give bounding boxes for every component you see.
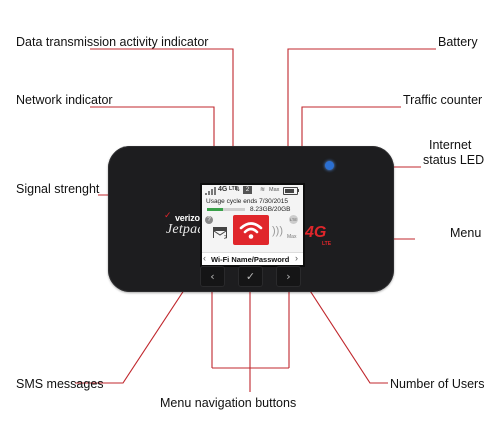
label-traffic-counter: Traffic counter (403, 93, 483, 107)
badge-lte: LTE (322, 241, 332, 247)
badge-4g: 4G (305, 224, 327, 241)
help-icon[interactable]: ? (205, 216, 213, 224)
sms-icon[interactable] (213, 227, 227, 238)
traffic-counter-fill (207, 208, 223, 211)
battery-fill (285, 189, 295, 193)
internet-status-led (325, 161, 334, 170)
wifi-tile[interactable] (233, 215, 269, 245)
brand-verizon: verizon (175, 213, 206, 223)
brand-jetpack: Jetpack (166, 222, 211, 237)
sms-envelope-icon (213, 230, 227, 238)
users-icon: 2 (243, 186, 252, 194)
nav-select-button[interactable]: ✓ (238, 266, 263, 287)
usage-cycle-text: Usage cycle ends 7/30/2015 (206, 198, 289, 205)
data-activity-icon: ⇅ (235, 187, 241, 193)
status-bar: 4G LTE ⇅ 2 ≋ Max (202, 185, 303, 196)
menu-next-icon[interactable]: › (295, 253, 298, 263)
network-4g-indicator: 4G (218, 186, 228, 193)
label-menu: Menu (450, 226, 482, 240)
lte-tile-icon[interactable]: LTE (289, 215, 298, 224)
sms-count: 2 (224, 235, 227, 241)
device-screen: 4G LTE ⇅ 2 ≋ Max Usage cycle ends 7/30/2… (200, 183, 305, 267)
wifi-status-icon: ≋ (260, 187, 266, 193)
signal-bars-icon (205, 187, 217, 195)
label-network-indicator: Network indicator (16, 93, 113, 107)
battery-icon (283, 187, 298, 195)
label-battery: Battery (438, 35, 478, 49)
nav-left-button[interactable]: ‹ (200, 266, 225, 287)
label-sms-messages: SMS messages (16, 377, 104, 391)
wifi-icon (239, 222, 263, 239)
nav-right-button[interactable]: › (276, 266, 301, 287)
traffic-counter-bar (207, 208, 245, 211)
menu-prev-icon[interactable]: ‹ (203, 253, 206, 263)
label-internet-led-line1: Internet (429, 138, 472, 152)
menu-title: Wi-Fi Name/Password (211, 255, 290, 264)
menu-bar[interactable]: ‹ Wi-Fi Name/Password › (202, 252, 303, 265)
network-lte-indicator: LTE (229, 186, 239, 192)
label-internet-led-line2: status LED (423, 153, 485, 167)
label-signal-strength: Signal strenght (16, 182, 100, 196)
label-number-of-users: Number of Users (390, 377, 485, 391)
verizon-check-icon: ✓ (164, 210, 172, 220)
traffic-counter-text: 8.23GB/20GB (250, 206, 291, 213)
signal-max-label: Max (269, 187, 280, 193)
label-data-activity: Data transmission activity indicator (16, 35, 209, 49)
battery-tip (298, 189, 299, 192)
signal-waves-icon[interactable]: ))) (272, 225, 283, 237)
signal-max-tile-label: Max (287, 234, 297, 240)
label-menu-navigation: Menu navigation buttons (160, 396, 297, 410)
